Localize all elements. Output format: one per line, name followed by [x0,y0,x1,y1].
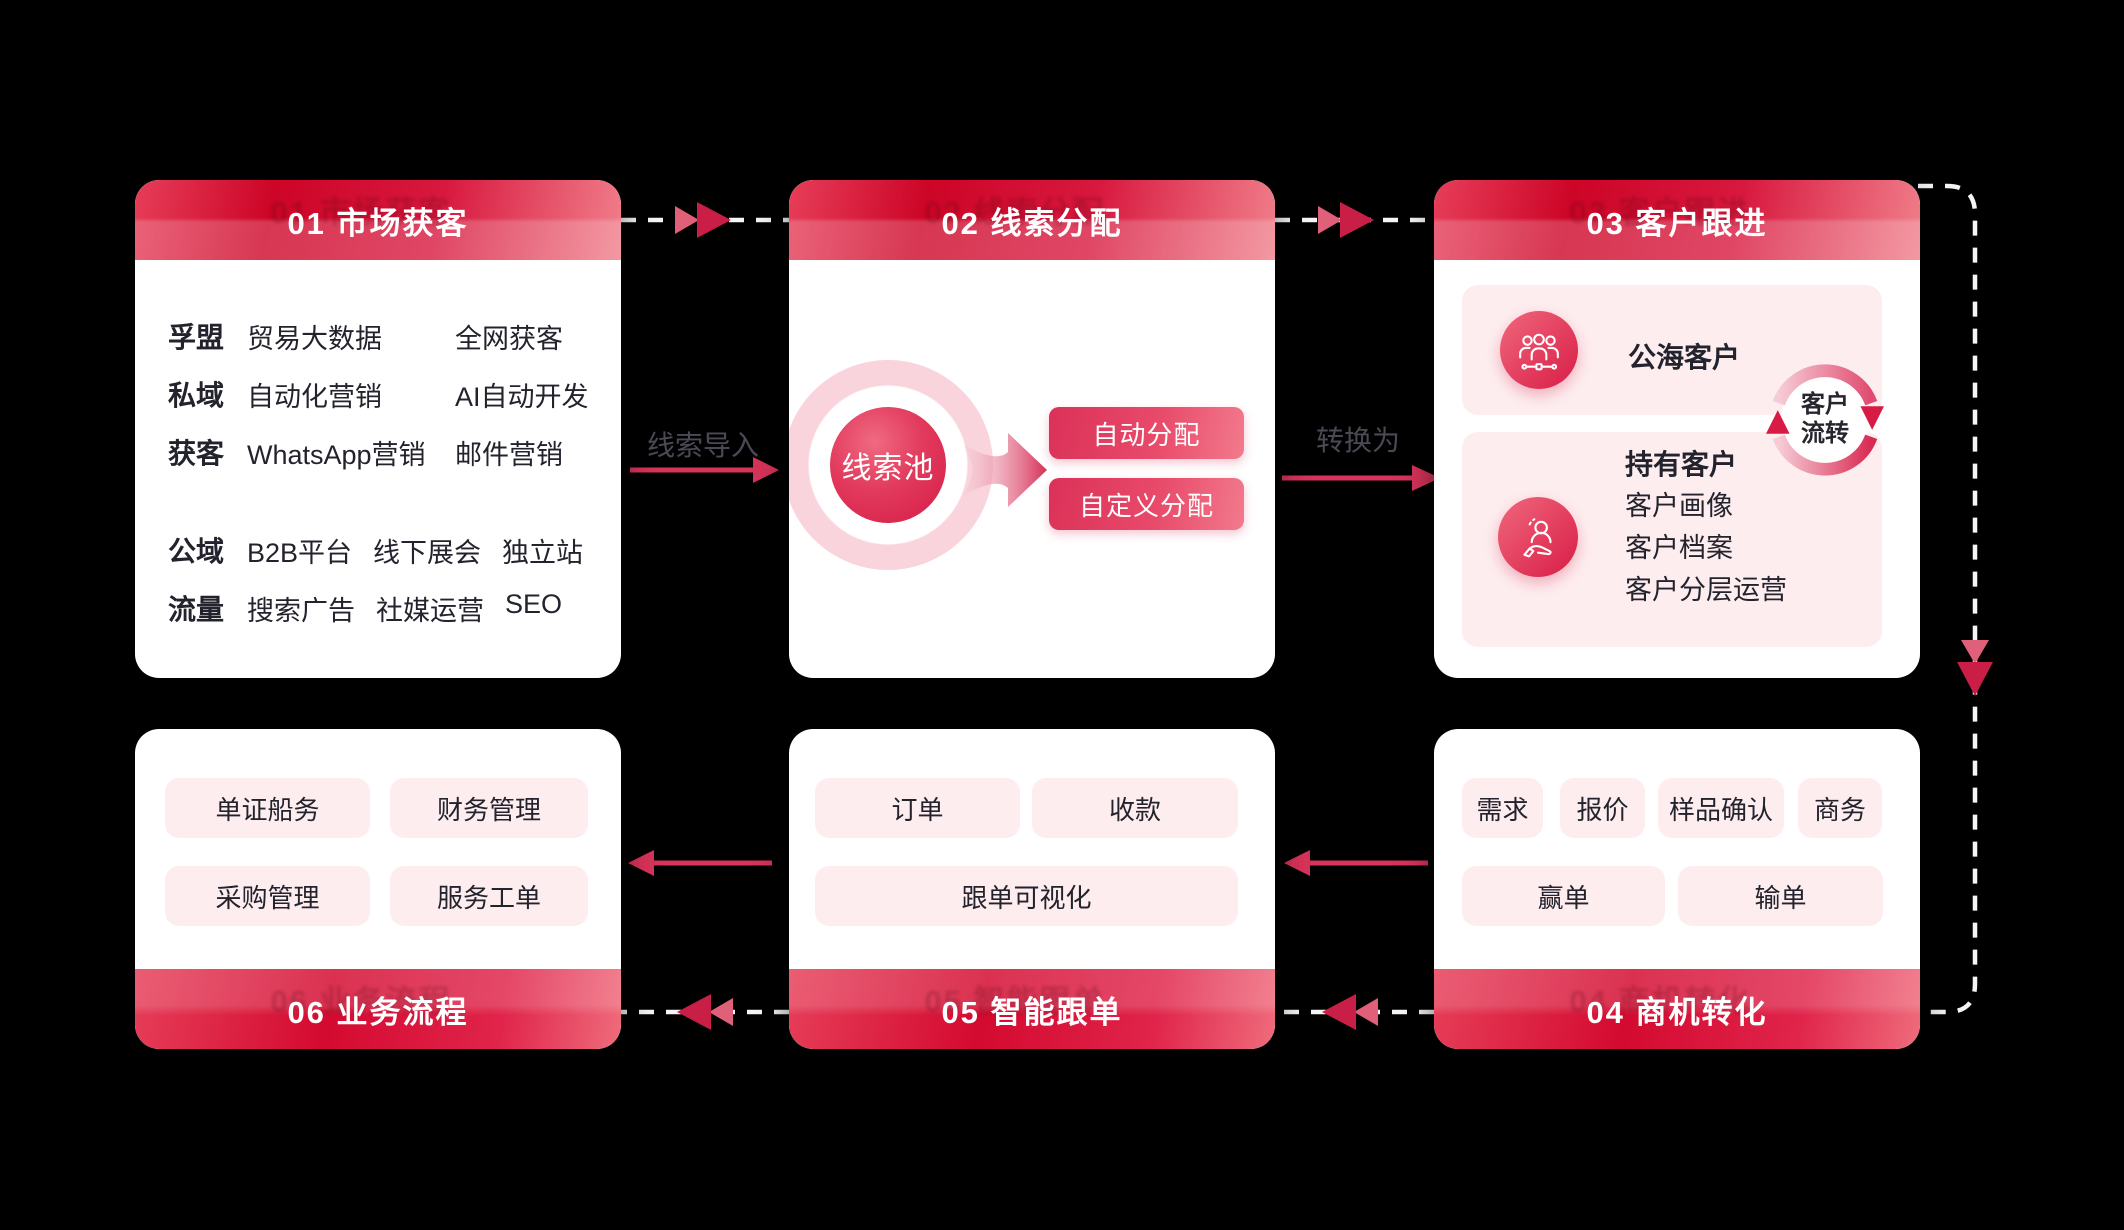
customer-flow-badge: 客户 流转 [1766,361,1884,479]
card-title: 04 商机转化 [1586,994,1768,1030]
chevron-down-icon [1961,640,1989,664]
row-item: 全网获客 [455,323,563,354]
row-item: 社媒运营 [376,595,484,626]
chip: 样品确认 [1658,778,1784,838]
hand-customer-icon [1498,497,1578,577]
chevron-left-icon [677,994,711,1030]
chevron-right-icon [675,206,699,234]
chip: 订单 [815,778,1020,838]
chevron-right-icon [1318,206,1342,234]
chip: 跟单可视化 [815,866,1238,926]
convert-arrow [1282,465,1440,491]
market-row: 私域 自动化营销 AI自动开发 [168,365,611,423]
chip: 采购管理 [165,866,370,926]
chip: 财务管理 [390,778,588,838]
row-item: WhatsApp营销 [247,439,426,470]
chevron-left-icon [709,998,733,1026]
chevron-down-icon [1957,662,1993,696]
owned-item: 客户档案 [1625,532,1733,563]
row-label: 私域 [168,380,225,411]
lead-pool-circle: 线索池 [830,407,946,523]
card-opportunity-conversion: 需求 报价 样品确认 商务 赢单 输单 04 商机转化 [1434,729,1920,1049]
card-header: 01 市场获客 [135,180,621,260]
market-row: 获客 WhatsApp营销 邮件营销 [168,423,611,481]
public-customers-label: 公海客户 [1628,342,1741,373]
row-item: 线下展会 [373,537,482,568]
row-item: 自动化营销 [247,381,382,412]
row-item: 邮件营销 [455,439,563,470]
row-item: 独立站 [502,537,584,568]
arrow-5-to-6 [628,850,772,876]
owned-item: 客户画像 [1625,490,1733,521]
card-header: 03 客户跟进 [1434,180,1920,260]
card-market-acquisition: 01 市场获客 孚盟 贸易大数据 全网获客 私域 自动化营销 AI自动开发 获客… [135,180,621,678]
market-row: 流量 搜索广告社媒运营 SEO [168,579,611,637]
card-title: 01 市场获客 [287,205,469,241]
row-item: 搜索广告 [247,595,355,626]
chip: 商务 [1798,778,1882,838]
chip: 赢单 [1462,866,1665,926]
chip: 报价 [1560,778,1645,838]
button-label: 自动分配 [1092,419,1201,450]
pool-taper-arrow [964,433,1047,507]
chevron-left-icon [1322,994,1356,1030]
card-title: 03 客户跟进 [1586,205,1768,241]
customer-flow-label: 客户 流转 [1801,391,1849,447]
button-label: 自定义分配 [1078,490,1214,521]
card-title: 02 线索分配 [941,205,1123,241]
public-customers-panel: 公海客户 [1462,285,1882,415]
row-label: 孚盟 [168,322,225,353]
convert-to-label: 转换为 [1315,425,1400,456]
row-item: B2B平台 [247,537,353,568]
chip: 需求 [1462,778,1543,838]
card-title: 06 业务流程 [287,994,469,1030]
card-smart-order-tracking: 订单 收款 跟单可视化 05 智能跟单 [789,729,1275,1049]
chevron-left-icon [1354,998,1378,1026]
row-item: 贸易大数据 [247,323,382,354]
chip: 单证船务 [165,778,370,838]
card-header: 02 线索分配 [789,180,1275,260]
arrow-4-to-5 [1284,850,1428,876]
row-item: AI自动开发 [455,381,589,412]
market-row: 孚盟 贸易大数据 全网获客 [168,307,611,365]
dashed-loop-3-4 [1918,183,1978,1015]
card-business-process: 单证船务 财务管理 采购管理 服务工单 06 业务流程 [135,729,621,1049]
card-footer: 05 智能跟单 [789,969,1275,1049]
people-group-icon [1500,311,1578,389]
lead-pool-label: 线索池 [841,452,935,485]
card-lead-allocation: 02 线索分配 线索池 自动分配 自定义分配 [789,180,1275,678]
chevron-right-icon [1340,202,1374,238]
market-row: 公域 B2B平台线下展会独立站 [168,521,611,579]
owned-customers-title: 持有客户 [1625,449,1738,480]
chip: 收款 [1032,778,1238,838]
row-label: 流量 [168,594,225,625]
cycle-arrows-icon [1766,364,1884,476]
auto-allocate-button: 自动分配 [1049,407,1244,459]
owned-item: 客户分层运营 [1625,574,1787,605]
row-label: 公域 [168,536,225,567]
row-item: SEO [505,588,563,619]
row-label: 获客 [168,438,225,469]
chip: 输单 [1678,866,1883,926]
chip: 服务工单 [390,866,588,926]
card-footer: 04 商机转化 [1434,969,1920,1049]
chevron-right-icon [697,202,731,238]
lead-import-label: 线索导入 [646,430,759,461]
card-title: 05 智能跟单 [941,994,1123,1030]
market-rows: 孚盟 贸易大数据 全网获客 私域 自动化营销 AI自动开发 获客 WhatsAp… [168,307,611,637]
custom-allocate-button: 自定义分配 [1049,478,1244,530]
card-footer: 06 业务流程 [135,969,621,1049]
